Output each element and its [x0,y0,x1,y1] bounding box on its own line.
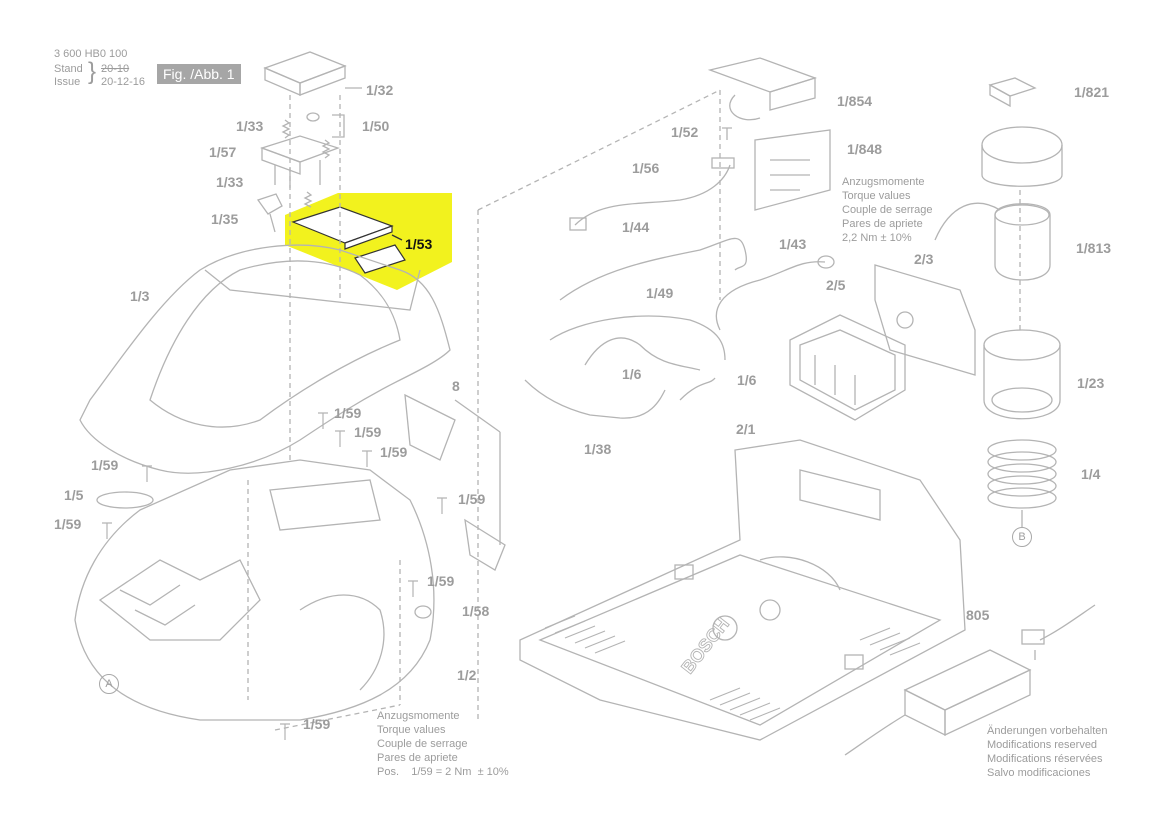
figure-label: Fig. /Abb. 1 [157,64,241,84]
label-1-59-c: 1/59 [380,444,408,460]
label-1-3: 1/3 [130,288,150,304]
torque-note-bottom-line: Pares de apriete [377,752,458,764]
label-2-5: 2/5 [826,277,846,293]
label-1-59-f: 1/59 [54,516,82,532]
label-1-59-b: 1/59 [354,424,382,440]
label-1-57: 1/57 [209,144,237,160]
label-1-813: 1/813 [1076,240,1112,256]
torque-note-top-line: 2,2 Nm ± 10% [842,232,912,244]
reference-circle-b: B [1012,527,1032,547]
torque-note-top-line: Couple de serrage [842,204,933,216]
label-1-52: 1/52 [671,124,699,140]
reference-circle-a: A [99,674,119,694]
label-1-2: 1/2 [457,667,477,683]
label-1-59-a: 1/59 [334,405,362,421]
label-1-44: 1/44 [622,219,650,235]
part-number: 3 600 HB0 100 [54,48,128,60]
label-2-3: 2/3 [914,251,934,267]
label-1-23: 1/23 [1077,375,1105,391]
label-1-53-highlighted: 1/53 [405,236,433,252]
changes-note-line: Salvo modificaciones [987,767,1091,779]
torque-note-top-line: Pares de apriete [842,218,923,230]
changes-note: Änderungen vorbehalten Modifications res… [987,724,1107,780]
label-1-5: 1/5 [64,487,84,503]
torque-note-bottom-line: Anzugsmomente [377,710,460,722]
label-1-854: 1/854 [837,93,873,109]
changes-note-line: Modifications réservées [987,753,1103,765]
label-1-848: 1/848 [847,141,883,157]
label-1-50: 1/50 [362,118,390,134]
label-2-1: 2/1 [736,421,756,437]
torque-note-bottom-line: Pos. 1/59 = 2 Nm ± 10% [377,766,509,778]
torque-note-bottom-line: Couple de serrage [377,738,468,750]
label-1-59-d: 1/59 [91,457,119,473]
label-1-58: 1/58 [462,603,490,619]
torque-note-top: Anzugsmomente Torque values Couple de se… [842,175,933,245]
changes-note-line: Änderungen vorbehalten [987,725,1108,737]
part-1-53-board-icon [291,206,406,274]
label-1-33: 1/33 [236,118,264,134]
label-805: 805 [966,607,990,623]
label-1-43: 1/43 [779,236,807,252]
brace: } [88,58,97,85]
label-1-35: 1/35 [211,211,239,227]
label-1-49: 1/49 [646,285,674,301]
base-bosch-logo: BOSCH [677,614,733,678]
torque-note-top-line: Torque values [842,190,911,202]
torque-note-top-line: Anzugsmomente [842,176,925,188]
label-1-59-e: 1/59 [458,491,486,507]
label-1-6-b: 1/6 [737,372,757,388]
label-1-59-h: 1/59 [303,716,331,732]
stand-value: 20-10 [101,63,130,75]
label-1-6-a: 1/6 [622,366,642,382]
issue-value: 20-12-16 [101,76,146,88]
label-1-4: 1/4 [1081,466,1101,482]
label-1-821: 1/821 [1074,84,1110,100]
torque-note-bottom-line: Torque values [377,724,446,736]
stand-label: Stand [54,63,83,75]
label-1-59-g: 1/59 [427,573,455,589]
issue-label: Issue [54,76,81,88]
label-8: 8 [452,378,460,394]
torque-note-bottom: Anzugsmomente Torque values Couple de se… [377,709,509,779]
label-1-33-lower: 1/33 [216,174,244,190]
label-1-38: 1/38 [584,441,612,457]
label-1-32: 1/32 [366,82,394,98]
label-1-56: 1/56 [632,160,660,176]
changes-note-line: Modifications reserved [987,739,1098,751]
